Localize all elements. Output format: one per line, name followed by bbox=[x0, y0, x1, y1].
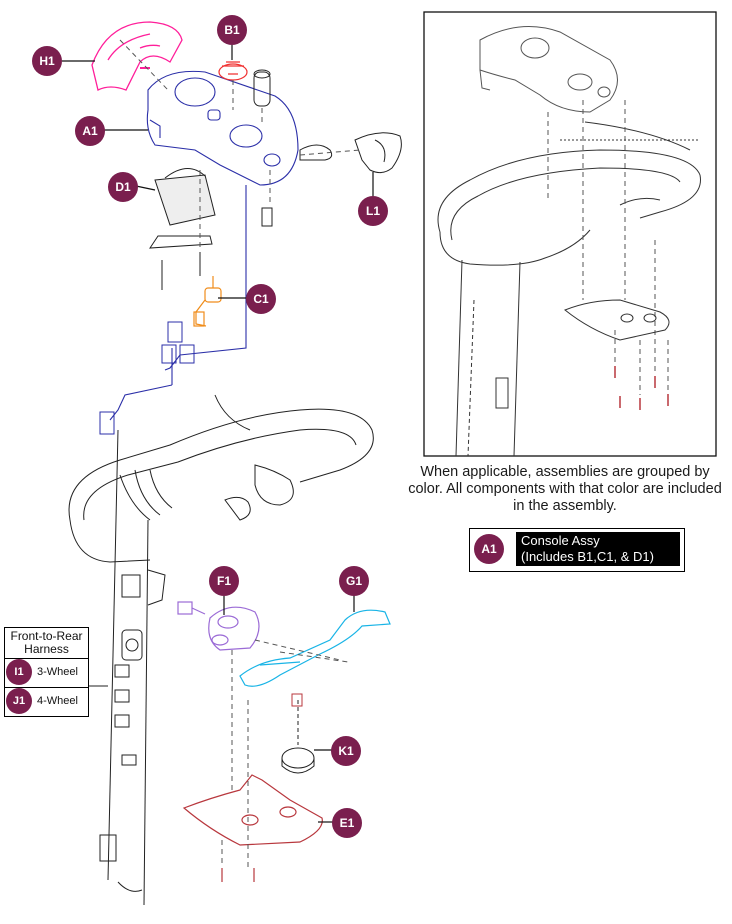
callout-g1: G1 bbox=[339, 566, 369, 596]
f1-part bbox=[177, 601, 260, 651]
callout-c1: C1 bbox=[246, 284, 276, 314]
handlebar-part bbox=[68, 394, 374, 563]
inset-frame bbox=[423, 11, 717, 457]
k1-wire bbox=[291, 693, 303, 707]
harness-title-line-2: Harness bbox=[24, 642, 69, 656]
callout-d1: D1 bbox=[108, 172, 138, 202]
inset-console bbox=[479, 26, 618, 113]
console-connectors bbox=[99, 321, 195, 435]
console-knob bbox=[253, 69, 333, 227]
k1-part bbox=[281, 700, 315, 774]
inset-handlebar bbox=[437, 121, 701, 266]
g1-part bbox=[239, 609, 391, 687]
harness-row-label: 3-Wheel bbox=[37, 666, 78, 678]
column-part bbox=[99, 429, 166, 906]
legend-line-1: Console Assy bbox=[521, 533, 600, 548]
screws-upper bbox=[161, 252, 201, 290]
assembly-color-note: When applicable, assemblies are grouped … bbox=[408, 464, 722, 514]
d1-part bbox=[149, 168, 216, 249]
callout-f1: F1 bbox=[209, 566, 239, 596]
callout-h1: H1 bbox=[32, 46, 62, 76]
harness-row: J1 4-Wheel bbox=[5, 688, 88, 716]
legend-line-2: (Includes B1,C1, & D1) bbox=[521, 549, 654, 564]
callout-j1: J1 bbox=[6, 688, 32, 714]
c1-part bbox=[193, 276, 222, 327]
shroud-h1-part bbox=[91, 21, 183, 91]
inset-screws bbox=[614, 366, 669, 410]
e1-part bbox=[182, 774, 323, 882]
legend-box: A1 Console Assy (Includes B1,C1, & D1) bbox=[469, 528, 685, 572]
callout-e1: E1 bbox=[332, 808, 362, 838]
harness-table: Front-to-Rear Harness I1 3-Wheel J1 4-Wh… bbox=[4, 627, 89, 717]
inset-lower-bracket bbox=[564, 299, 670, 341]
callout-b1: B1 bbox=[217, 15, 247, 45]
button-b1-part bbox=[218, 61, 248, 81]
harness-title: Front-to-Rear Harness bbox=[5, 628, 88, 659]
inset-column bbox=[455, 259, 521, 457]
harness-row-label: 4-Wheel bbox=[37, 695, 78, 707]
harness-title-line-1: Front-to-Rear bbox=[10, 629, 83, 643]
legend-text: Console Assy (Includes B1,C1, & D1) bbox=[516, 532, 680, 566]
holder-l1-part bbox=[354, 132, 402, 174]
callout-a1: A1 bbox=[75, 116, 105, 146]
callout-k1: K1 bbox=[331, 736, 361, 766]
legend-callout: A1 bbox=[474, 534, 504, 564]
callout-l1: L1 bbox=[358, 196, 388, 226]
harness-row: I1 3-Wheel bbox=[5, 659, 88, 688]
console-a1-part bbox=[109, 70, 299, 421]
callout-i1: I1 bbox=[6, 659, 32, 685]
